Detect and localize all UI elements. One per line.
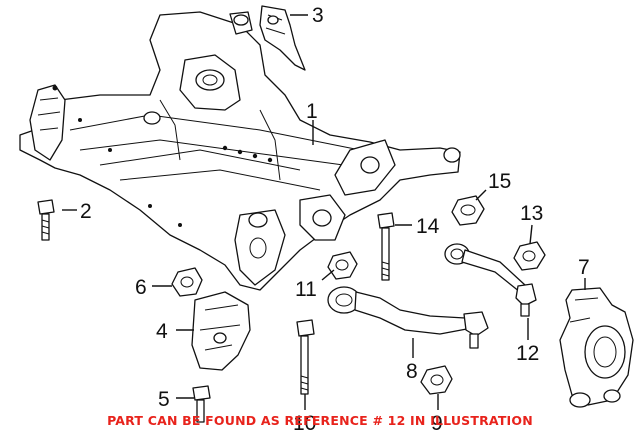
part-2-bolt[interactable] — [37, 199, 55, 241]
part-1-subframe[interactable] — [19, 11, 461, 291]
callout-11: 11 — [295, 278, 317, 301]
part-3-bracket[interactable] — [259, 5, 306, 71]
callout-8: 8 — [406, 360, 418, 383]
callout-15: 15 — [488, 170, 511, 193]
part-10-bolt[interactable] — [296, 319, 315, 395]
leader-lines — [62, 14, 586, 410]
part-14-bolt[interactable] — [377, 212, 395, 281]
part-8-control-arm[interactable] — [327, 286, 489, 349]
callout-13: 13 — [520, 202, 543, 225]
part-15-nut[interactable] — [451, 195, 485, 226]
callout-10: 10 — [293, 412, 316, 435]
callout-2: 2 — [80, 200, 92, 223]
callout-4: 4 — [156, 320, 168, 343]
callout-5: 5 — [158, 388, 170, 411]
callout-14: 14 — [416, 215, 440, 238]
callout-3: 3 — [312, 4, 324, 27]
part-6-nut[interactable] — [171, 267, 203, 297]
part-13-nut[interactable] — [513, 241, 546, 271]
part-4-bracket[interactable] — [191, 291, 251, 371]
part-5-bolt[interactable] — [192, 385, 211, 423]
part-9-nut[interactable] — [420, 365, 453, 395]
callout-1: 1 — [306, 100, 318, 123]
reference-notice: PART CAN BE FOUND AS REFERENCE # 12 IN I… — [107, 413, 533, 428]
callouts: 1 2 3 4 5 6 7 8 9 10 11 12 13 14 15 — [80, 4, 590, 435]
part-7-knuckle[interactable] — [559, 287, 634, 408]
callout-6: 6 — [135, 276, 147, 299]
callout-12: 12 — [516, 342, 539, 365]
callout-7: 7 — [578, 256, 590, 279]
part-11-nut[interactable] — [327, 251, 358, 280]
callout-9: 9 — [431, 412, 443, 435]
part-12-control-arm[interactable] — [444, 243, 537, 317]
